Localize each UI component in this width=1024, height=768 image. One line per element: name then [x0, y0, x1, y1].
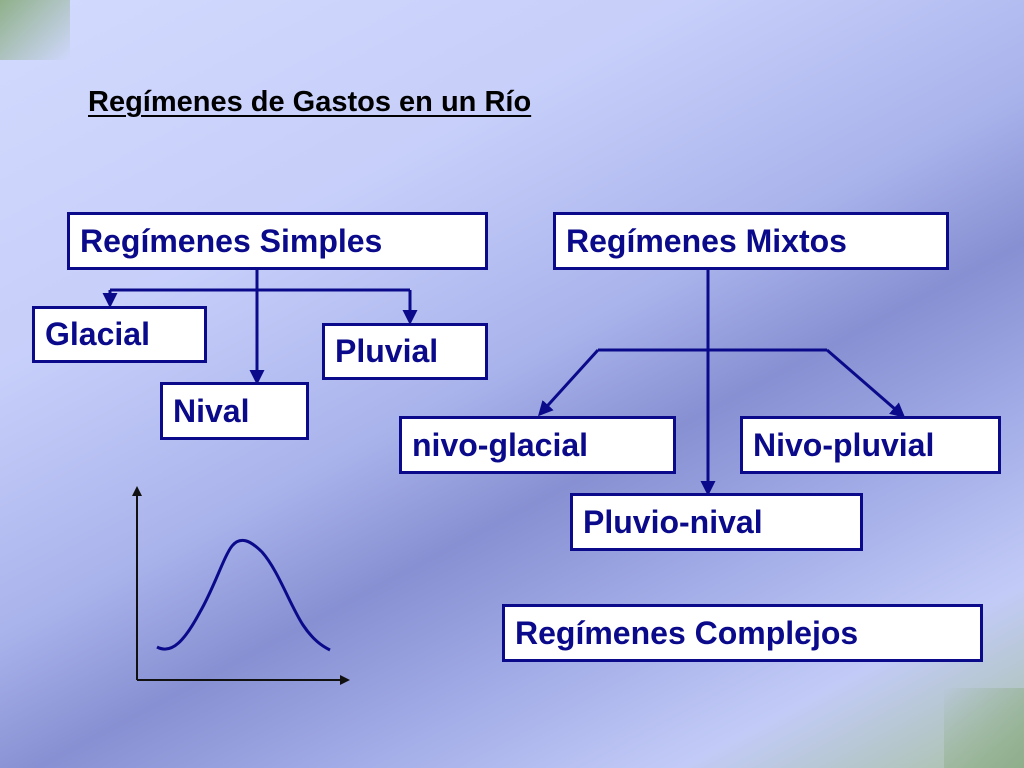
- pluvial-box: Pluvial: [322, 323, 488, 380]
- mixtos-connectors: [537, 265, 906, 496]
- sketch-curve: [156, 538, 331, 652]
- nivo-pluvial-box: Nivo-pluvial: [740, 416, 1001, 474]
- simples-connectors: [102, 270, 418, 385]
- regimenes-complejos-box: Regímenes Complejos: [502, 604, 983, 662]
- nival-box: Nival: [160, 382, 309, 440]
- mixtos-to-nivo-glacial-arrow: [537, 348, 600, 417]
- regimenes-simples-box: Regímenes Simples: [67, 212, 488, 270]
- regimenes-mixtos-box: Regímenes Mixtos: [553, 212, 949, 270]
- page-title: Regímenes de Gastos en un Río: [88, 86, 532, 118]
- mixtos-to-nivo-pluvial-arrow: [826, 348, 906, 418]
- glacial-box: Glacial: [32, 306, 207, 363]
- nivo-glacial-box: nivo-glacial: [399, 416, 676, 474]
- pluvio-nival-box: Pluvio-nival: [570, 493, 863, 551]
- hydrograph-curve-icon: [132, 486, 350, 685]
